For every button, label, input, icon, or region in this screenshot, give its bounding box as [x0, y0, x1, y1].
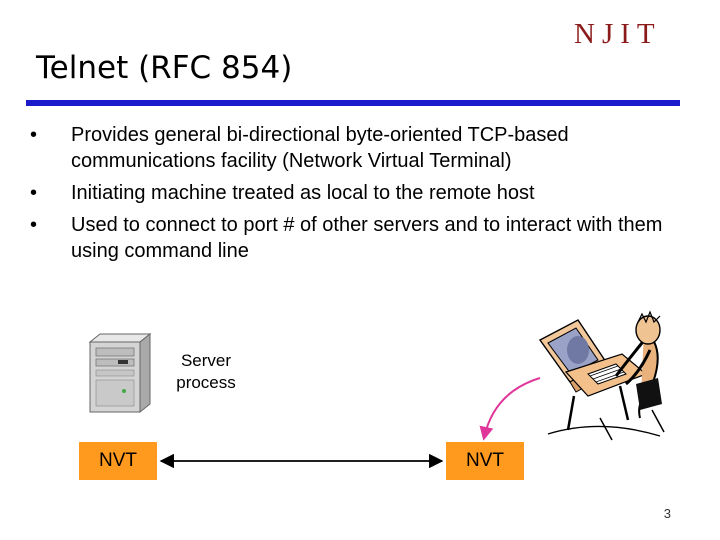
server-tower-icon [88, 332, 152, 414]
bullet-item: •Provides general bi-directional byte-or… [30, 124, 569, 172]
user-to-nvt-arrow [479, 377, 541, 441]
bullet-marker: • [30, 182, 38, 204]
page-number: 3 [663, 506, 671, 521]
server-process-label: Server process [176, 351, 236, 392]
njit-logo: NJIT [574, 18, 662, 50]
title-divider [26, 100, 680, 106]
bullet-item: •Initiating machine treated as local to … [30, 182, 535, 204]
user-at-computer-icon [538, 310, 665, 441]
nvt-box-client: NVT [446, 442, 524, 480]
bullet-marker: • [30, 214, 38, 236]
bullet-item: •Used to connect to port # of other serv… [30, 214, 663, 262]
slide-title: Telnet (RFC 854) [36, 50, 293, 86]
nvt-box-server: NVT [79, 442, 157, 480]
bullet-list: •Provides general bi-directional byte-or… [30, 122, 700, 270]
bullet-marker: • [30, 124, 38, 146]
